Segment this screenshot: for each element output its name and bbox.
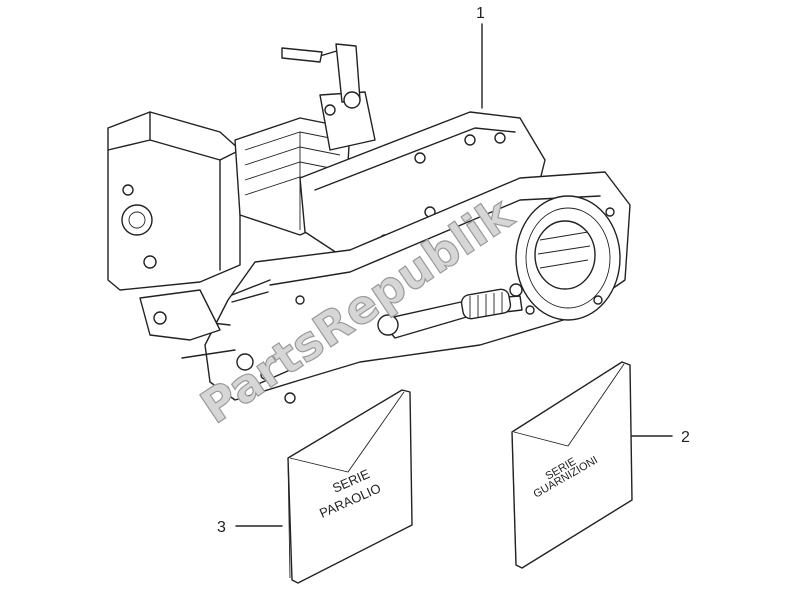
callout-2-label: 2 (681, 429, 690, 446)
callout-2[interactable]: 2 (631, 429, 690, 446)
callout-1[interactable]: 1 (476, 5, 485, 109)
engine-assembly[interactable] (107, 43, 631, 404)
callout-1-label: 1 (476, 5, 485, 22)
callout-3[interactable]: 3 (217, 519, 283, 536)
oil-seal-set-envelope[interactable]: SERIE PARAOLIO (287, 389, 413, 584)
callout-3-label: 3 (217, 519, 226, 536)
gasket-set-envelope[interactable]: SERIE GUARNIZIONI (511, 361, 633, 569)
